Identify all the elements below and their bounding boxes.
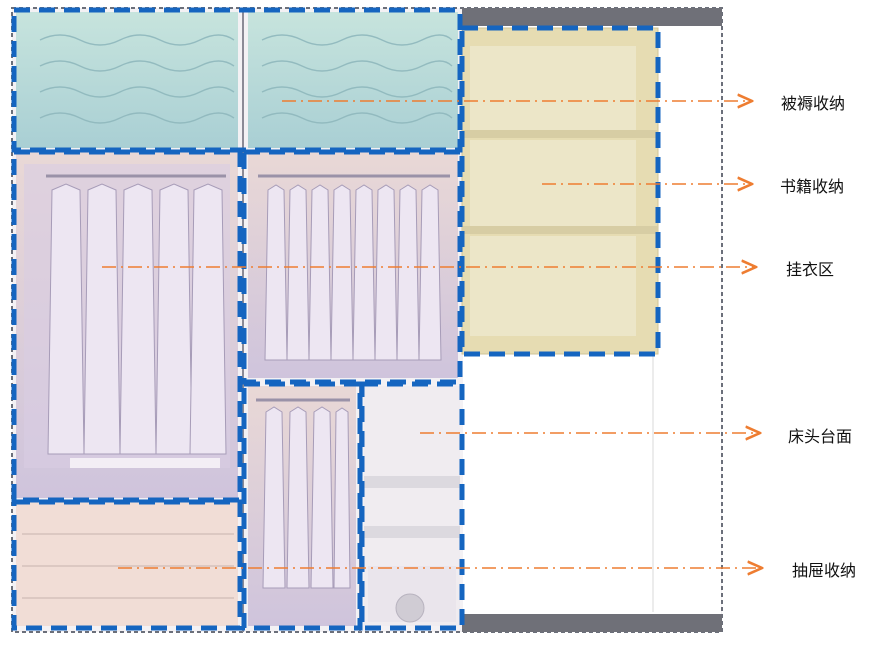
hanging-area-lower	[248, 386, 356, 626]
hanging-area-left	[16, 152, 238, 498]
label-books: 书籍收纳	[780, 177, 845, 196]
leader-lines	[102, 101, 762, 568]
zone-outlines	[11, 7, 661, 631]
zone-drawers	[11, 499, 243, 631]
book-shelves	[461, 27, 659, 355]
zone-books	[459, 25, 661, 357]
label-drawers: 抽屉收纳	[792, 561, 857, 580]
hanging-area-middle	[248, 152, 458, 378]
drawer-stack	[16, 502, 238, 626]
label-bedding: 被褥收纳	[781, 94, 846, 113]
bedside-shelves	[364, 386, 460, 626]
label-hanging: 挂衣区	[786, 260, 835, 279]
zone-bedside	[359, 381, 465, 631]
bedding-compartments	[16, 12, 458, 148]
label-bedside: 床头台面	[788, 427, 853, 446]
zone-bedding	[11, 7, 463, 153]
